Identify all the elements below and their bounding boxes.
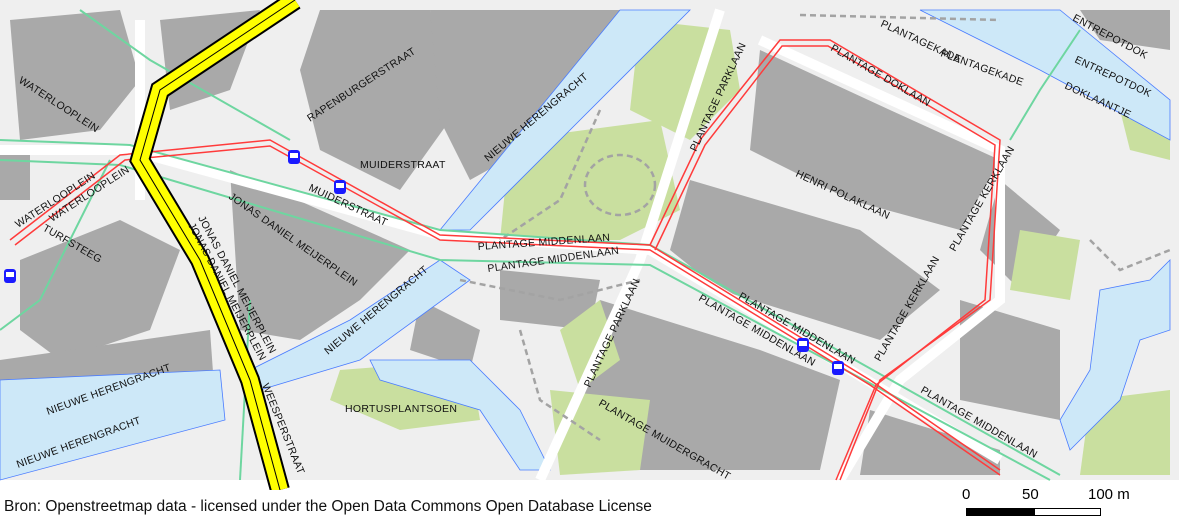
tram-stops — [4, 150, 844, 375]
label-muiderstraat: MUIDERSTRAAT — [360, 159, 446, 171]
tram-icon[interactable] — [334, 180, 346, 194]
tram-lines — [9, 39, 1001, 481]
water — [0, 9, 1171, 481]
scale-bar: 0 50 100 m — [960, 486, 1179, 526]
cycle-paths — [0, 9, 1081, 481]
tram-icon[interactable] — [832, 361, 844, 375]
map-canvas[interactable]: WATERLOOPLEIN WATERLOOPLEIN WATERLOOPLEI… — [0, 0, 1179, 490]
scale-tick: 100 m — [1088, 486, 1130, 503]
label-hortusplantsoen: HORTUSPLANTSOEN — [345, 403, 457, 415]
main-road-weesperstraat — [129, 0, 301, 490]
buildings — [0, 10, 1170, 475]
scale-tick: 0 — [962, 486, 971, 503]
tram-icon[interactable] — [4, 269, 16, 283]
scale-segment-black — [966, 508, 1035, 516]
footpaths — [459, 13, 1171, 442]
scale-segment-white — [1034, 508, 1101, 516]
tram-icon[interactable] — [797, 338, 809, 352]
tram-icon[interactable] — [288, 150, 300, 164]
attribution: Bron: Openstreetmap data - licensed unde… — [4, 498, 652, 515]
scale-tick: 50 — [1022, 486, 1039, 503]
